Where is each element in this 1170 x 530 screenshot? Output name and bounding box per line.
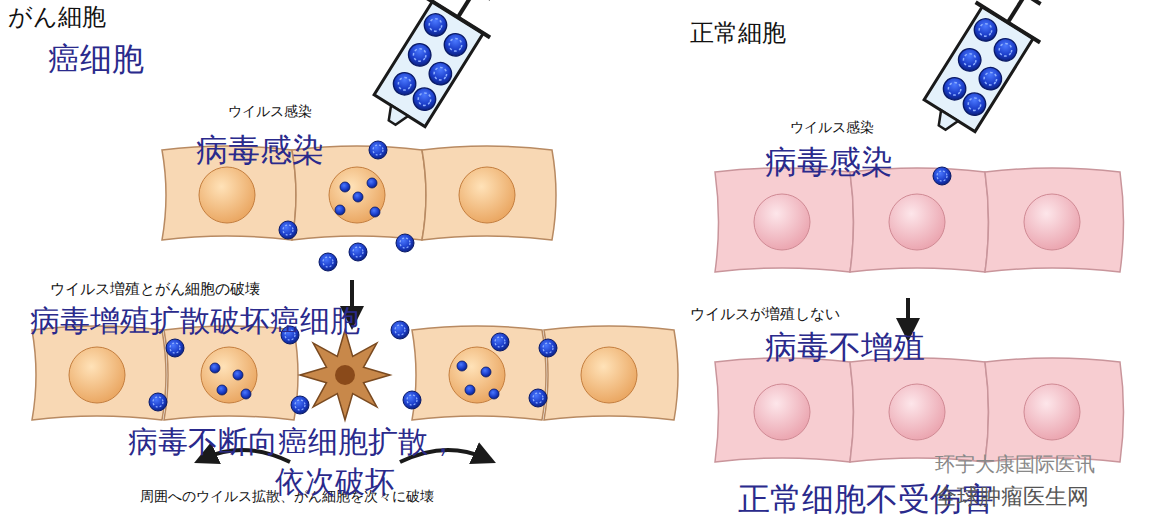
normal-cell bbox=[850, 358, 989, 462]
virus-particle bbox=[933, 167, 951, 185]
step-label: ウイルス増殖とがん細胞の破壊 bbox=[50, 281, 260, 298]
step-label: ウイルスが増殖しない bbox=[690, 306, 840, 323]
normal-cell bbox=[985, 168, 1124, 272]
step-label: 病毒不断向癌细胞扩散， bbox=[128, 425, 458, 458]
normal-cell bbox=[850, 168, 989, 272]
normal-cell bbox=[985, 358, 1124, 462]
normal-cell bbox=[715, 358, 854, 462]
step-label: 病毒感染 bbox=[196, 133, 324, 168]
step-label: 病毒感染 bbox=[765, 145, 893, 180]
burst-cell bbox=[300, 330, 390, 420]
step-label: ウイルス感染 bbox=[790, 120, 874, 135]
cancer-cell bbox=[422, 146, 556, 240]
cancer-cell bbox=[544, 326, 678, 420]
watermark: 全球肿瘤医生网 bbox=[935, 485, 1089, 509]
step-arrow bbox=[906, 298, 910, 330]
syringe bbox=[910, 0, 1058, 148]
section-heading: 癌细胞 bbox=[48, 42, 144, 77]
cancer-cell bbox=[32, 326, 166, 420]
cancer-cell bbox=[164, 326, 298, 420]
section-heading: がん細胞 bbox=[8, 4, 106, 30]
step-label: 病毒增殖扩散破坏癌细胞 bbox=[30, 304, 360, 337]
watermark: 环宇大康国际医讯 bbox=[935, 453, 1095, 475]
step-label: 病毒不增殖 bbox=[765, 330, 925, 365]
burst-core bbox=[335, 365, 355, 385]
syringe bbox=[360, 0, 508, 143]
section-heading: 正常細胞 bbox=[690, 20, 786, 46]
normal-cell bbox=[715, 168, 854, 272]
step-label: 依次破坏 bbox=[275, 465, 395, 498]
cancer-cell bbox=[412, 326, 546, 420]
step-label: ウイルス感染 bbox=[228, 104, 312, 119]
